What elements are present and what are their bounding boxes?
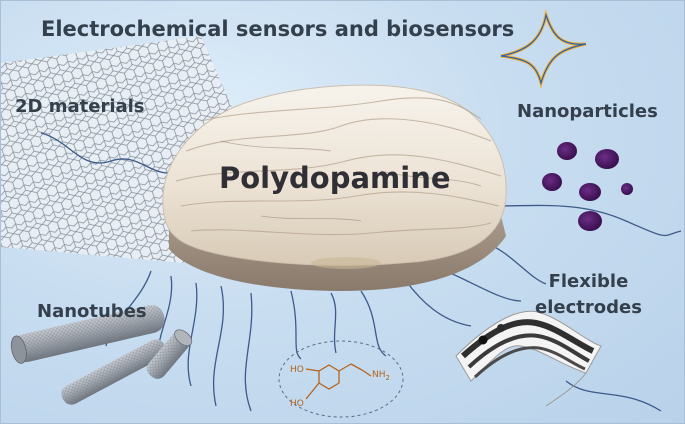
diagram-title: Electrochemical sensors and biosensors xyxy=(41,17,515,41)
label-nanoparticles: Nanoparticles xyxy=(517,101,658,122)
chem-hydroxyl-top: HO xyxy=(290,365,304,375)
label-2d-materials: 2D materials xyxy=(15,96,145,117)
label-flexible-line1: Flexible xyxy=(548,271,629,292)
flexible-electrode-icon xyxy=(455,310,602,407)
label-flexible-electrodes: Flexible electrodes xyxy=(535,269,642,321)
cyclic-voltammogram-icon xyxy=(500,8,587,90)
nanoparticles-icon xyxy=(542,142,633,231)
label-polydopamine: Polydopamine xyxy=(219,161,451,195)
chem-amine-base: NH xyxy=(372,370,386,380)
chem-amine: NH2 xyxy=(372,370,390,382)
dopamine-molecule-icon xyxy=(278,340,404,418)
label-flexible-line2: electrodes xyxy=(535,297,642,318)
label-nanotubes: Nanotubes xyxy=(37,301,147,322)
chem-hydroxyl-bottom: HO xyxy=(290,399,304,409)
chem-amine-subscript: 2 xyxy=(385,373,390,382)
nanotubes-icon xyxy=(10,305,193,405)
polydopamine-stone xyxy=(162,84,507,291)
